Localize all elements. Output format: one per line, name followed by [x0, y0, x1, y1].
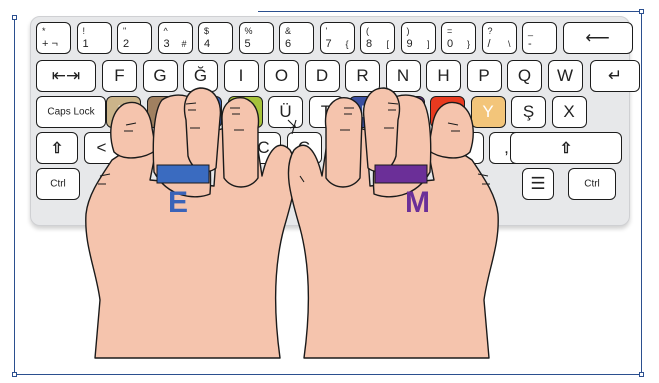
left-ring-finger-label: E — [168, 186, 188, 220]
right-ring-band — [375, 165, 427, 183]
right-ring-finger-label: M — [405, 186, 430, 220]
left-ring-band — [157, 165, 209, 183]
